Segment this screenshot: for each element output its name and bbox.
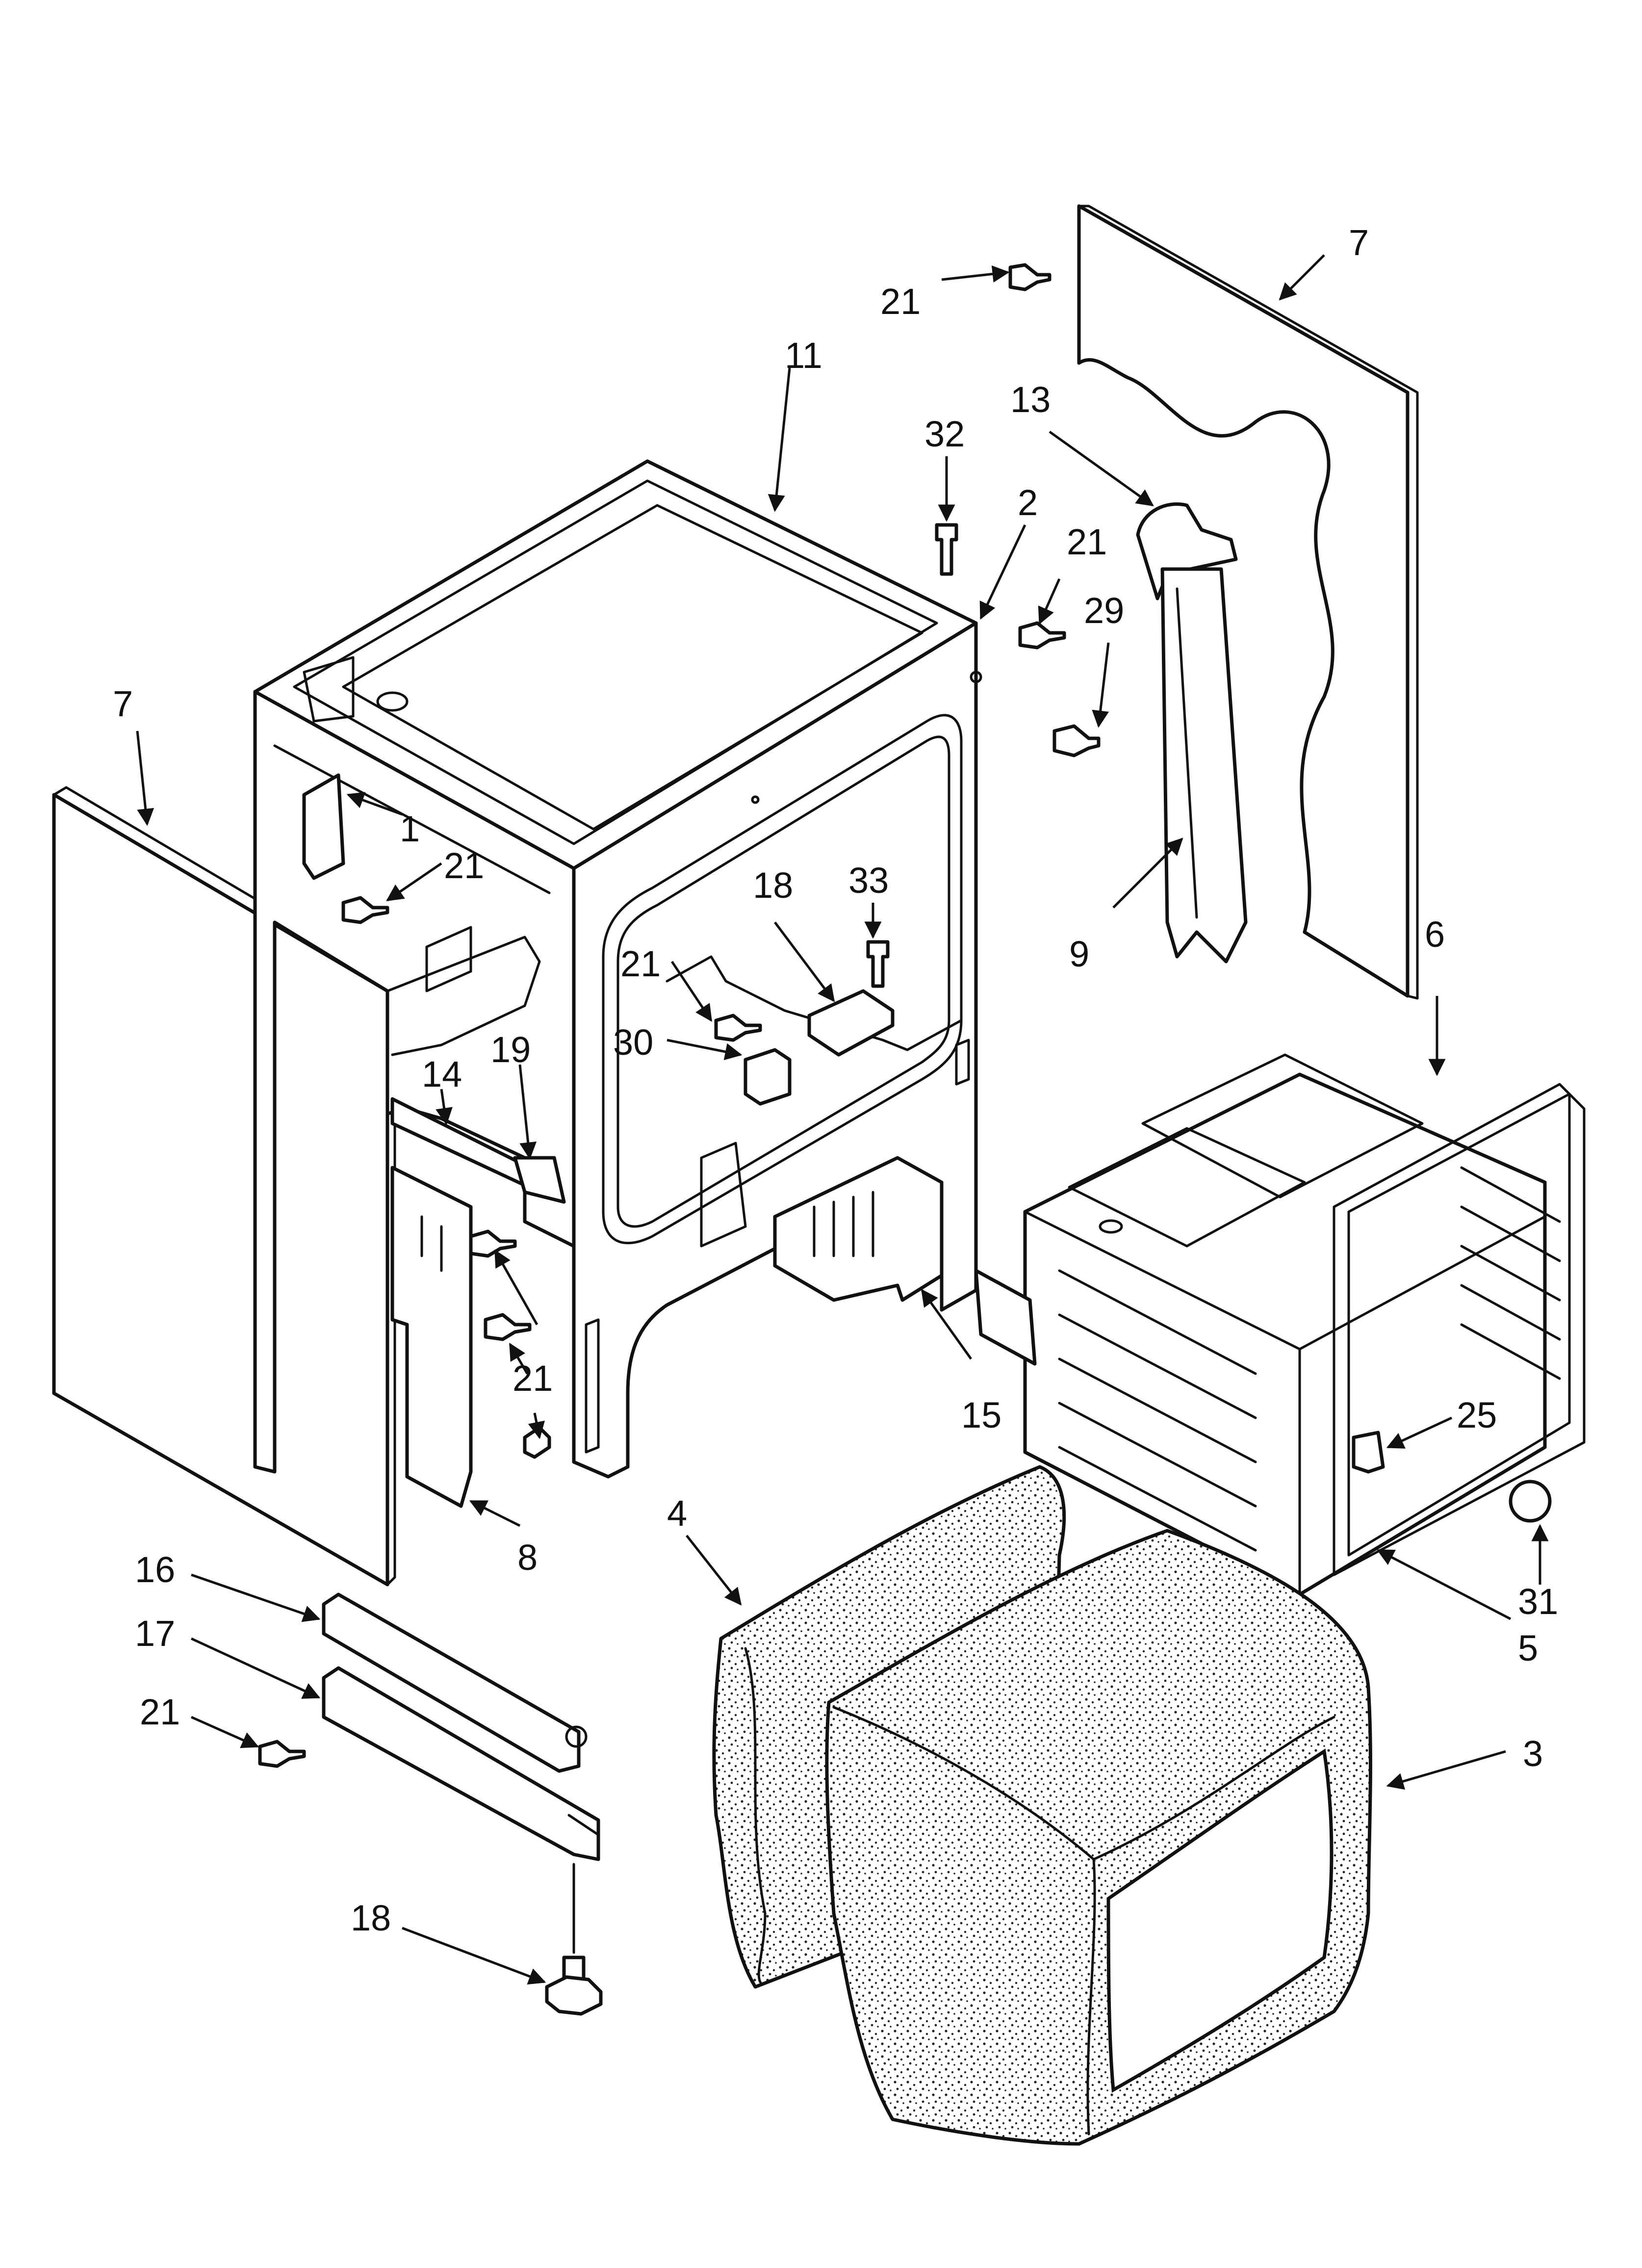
callout-29: 29 — [1084, 590, 1124, 631]
rail-15 — [322, 1592, 581, 1773]
vent-duct-9 — [1160, 567, 1248, 964]
callout-21b: 21 — [1067, 521, 1107, 562]
leveling-leg — [545, 1863, 603, 2016]
element-terminal-25 — [1352, 1431, 1385, 1474]
oven-racks — [1058, 1083, 1586, 1576]
rail-17 — [322, 1666, 600, 1861]
screws — [258, 263, 1101, 1768]
connector-30 — [744, 1048, 792, 1106]
callout-labels: 21 7 11 13 32 2 21 29 7 1 21 18 33 21 30… — [113, 222, 1558, 1938]
callout-21d: 21 — [620, 943, 661, 984]
side-panel-right — [1077, 204, 1419, 1000]
callout-17: 17 — [135, 1613, 175, 1654]
bracket-8 — [390, 1166, 473, 1508]
callout-14: 15 — [961, 1395, 1001, 1435]
callout-7b: 7 — [113, 683, 133, 724]
callout-13: 13 — [1010, 379, 1051, 420]
callout-25: 25 — [1457, 1395, 1497, 1435]
oven-bracket — [974, 1269, 1037, 1366]
callout-19: 19 — [490, 1029, 531, 1070]
terminal-block — [807, 989, 895, 1057]
wire-cover — [773, 1156, 944, 1302]
callout-31: 31 — [1518, 1581, 1558, 1622]
callout-4: 4 — [667, 1493, 687, 1534]
callout-30: 30 — [613, 1022, 653, 1063]
insulation-wrap — [825, 1529, 1372, 2146]
callout-5: 5 — [1518, 1628, 1538, 1668]
callout-32: 32 — [924, 414, 965, 454]
callout-9: 9 — [1069, 934, 1089, 974]
callout-7a: 7 — [1349, 222, 1369, 263]
callout-16: 18 — [753, 865, 793, 906]
callout-8: 8 — [517, 1537, 538, 1578]
callout-33: 33 — [848, 860, 889, 901]
knob-31 — [1509, 1480, 1552, 1523]
bracket-1 — [302, 773, 345, 880]
callout-21c: 21 — [444, 845, 484, 886]
callout-2: 2 — [1018, 482, 1038, 523]
callout-12: 14 — [422, 1054, 462, 1095]
callout-21f: 21 — [140, 1692, 180, 1732]
oven-cavity — [1023, 1053, 1547, 1596]
callout-3: 3 — [1523, 1733, 1543, 1774]
callout-15: 16 — [135, 1549, 175, 1590]
callout-1: 1 — [400, 808, 420, 849]
callout-6: 6 — [1425, 914, 1445, 955]
bracket-19 — [513, 1156, 566, 1204]
leader-lines — [136, 254, 1549, 1985]
callout-11: 11 — [785, 335, 822, 376]
callout-18: 18 — [351, 1898, 391, 1938]
callout-21a: 21 — [880, 281, 921, 322]
callout-21e: 21 — [513, 1358, 553, 1399]
